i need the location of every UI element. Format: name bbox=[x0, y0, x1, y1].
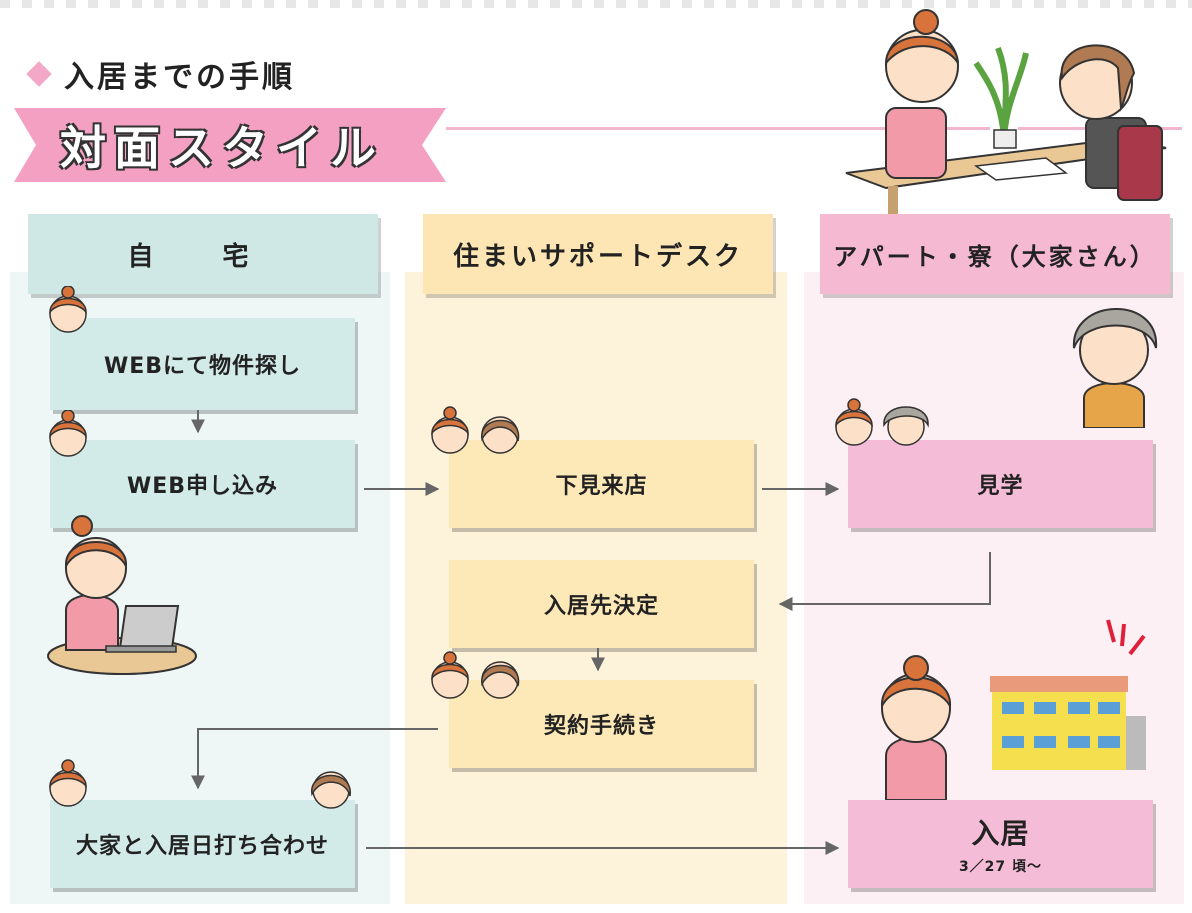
step-web-search: WEBにて物件探し bbox=[50, 318, 355, 410]
step-label: 見学 bbox=[977, 474, 1024, 499]
page-title: 対面スタイル bbox=[60, 121, 384, 175]
step-tour: 見学 bbox=[848, 440, 1153, 528]
title-rule bbox=[446, 127, 1182, 130]
step-label: 下見来店 bbox=[555, 474, 648, 499]
step-label: 入居 bbox=[971, 817, 1030, 850]
diamond-icon bbox=[26, 61, 52, 87]
step-contract: 契約手続き bbox=[449, 680, 754, 768]
step-label: 契約手続き bbox=[543, 714, 659, 739]
column-header-home: 自 宅 bbox=[28, 214, 378, 294]
step-visit-store: 下見来店 bbox=[449, 440, 754, 528]
step-label: 大家と入居日打ち合わせ bbox=[75, 834, 329, 859]
column-header-desk: 住まいサポートデスク bbox=[423, 214, 773, 294]
subtitle-text: 入居までの手順 bbox=[64, 60, 295, 95]
column-header-apartment: アパート・寮（大家さん） bbox=[820, 214, 1170, 294]
consultation-icon bbox=[845, 9, 1167, 214]
section-subtitle: 入居までの手順 bbox=[26, 52, 295, 96]
step-decide: 入居先決定 bbox=[449, 560, 754, 648]
step-label: WEB申し込み bbox=[126, 474, 279, 499]
move-in-date: 3／27 頃～ bbox=[958, 859, 1043, 875]
step-label: WEBにて物件探し bbox=[103, 354, 302, 379]
step-move-date: 大家と入居日打ち合わせ bbox=[50, 800, 355, 888]
top-dotted-border bbox=[0, 0, 1192, 8]
title-banner bbox=[14, 108, 446, 182]
step-label: 入居先決定 bbox=[543, 594, 659, 619]
step-move-in: 入居 3／27 頃～ bbox=[848, 800, 1153, 888]
step-web-apply: WEB申し込み bbox=[50, 440, 355, 528]
